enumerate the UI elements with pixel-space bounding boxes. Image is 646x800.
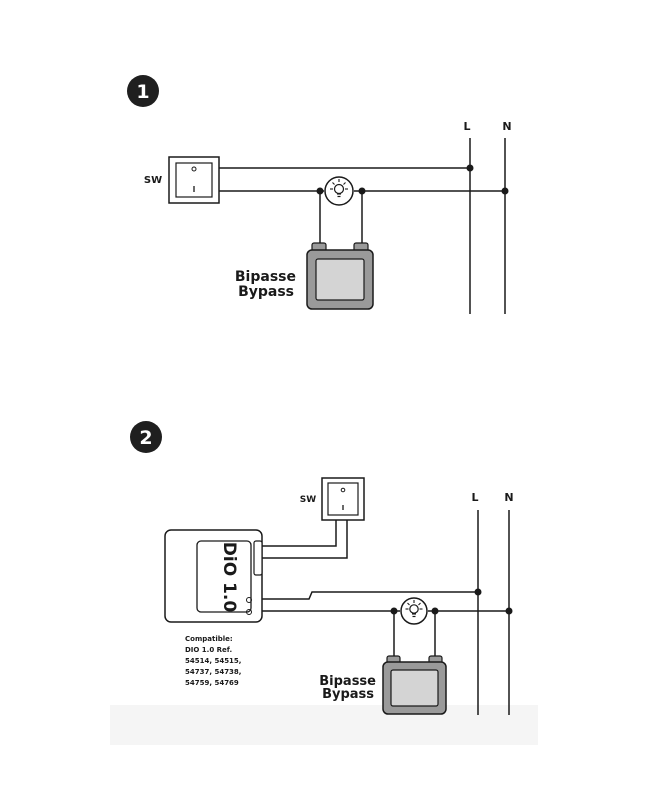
- bypass-label-fr-2: Bipasse: [319, 674, 376, 689]
- junction-dot: [466, 164, 474, 172]
- bypass-label-en-1: Bypass: [238, 284, 294, 300]
- neutral-label-2: N: [504, 491, 513, 504]
- live-label-2: L: [471, 491, 478, 504]
- dio-module: [164, 529, 263, 623]
- bypass-module-2: [382, 655, 447, 715]
- diagram-1: 1 L N SW: [127, 75, 512, 314]
- compatible-line: 54759, 54769: [185, 679, 239, 687]
- lightbulb-icon: [324, 176, 354, 206]
- bypass-module-1: [306, 242, 374, 310]
- step-badge-1: [127, 75, 159, 107]
- footer-shade: [110, 705, 538, 745]
- switch-label-2: SW: [300, 495, 316, 505]
- step-number-2: 2: [139, 427, 152, 449]
- step-number-1: 1: [136, 81, 149, 103]
- live-terminal-icon: [246, 597, 252, 603]
- wall-switch-1: [168, 156, 220, 204]
- neutral-label-1: N: [502, 120, 511, 133]
- switch-module-wire-b: [261, 520, 348, 559]
- junction-dot: [501, 187, 509, 195]
- bypass-label-en-2: Bypass: [322, 687, 374, 702]
- wall-switch-2: [321, 477, 365, 521]
- diagram-2: 2 L N SW DiO 1.0: [130, 421, 514, 715]
- compatible-line: 54737, 54738,: [185, 668, 241, 676]
- step-badge-2: [130, 421, 162, 453]
- dio-module-label: DiO 1.0: [219, 542, 239, 613]
- switch-module-wire-a: [261, 520, 337, 547]
- module-live-wire: [262, 591, 478, 600]
- bypass-label-fr-1: Bipasse: [235, 269, 296, 285]
- lightbulb-icon: [400, 597, 428, 625]
- switch-label-1: SW: [144, 175, 162, 186]
- junction-dot: [474, 588, 482, 596]
- lamp-terminal-icon: [246, 609, 252, 615]
- compatible-line: 54514, 54515,: [185, 657, 241, 665]
- compatible-line: Compatible:: [185, 635, 233, 643]
- compatible-note: Compatible: DIO 1.0 Ref. 54514, 54515, 5…: [185, 635, 241, 687]
- compatible-line: DIO 1.0 Ref.: [185, 646, 232, 654]
- junction-dot: [505, 607, 513, 615]
- live-label-1: L: [463, 120, 470, 133]
